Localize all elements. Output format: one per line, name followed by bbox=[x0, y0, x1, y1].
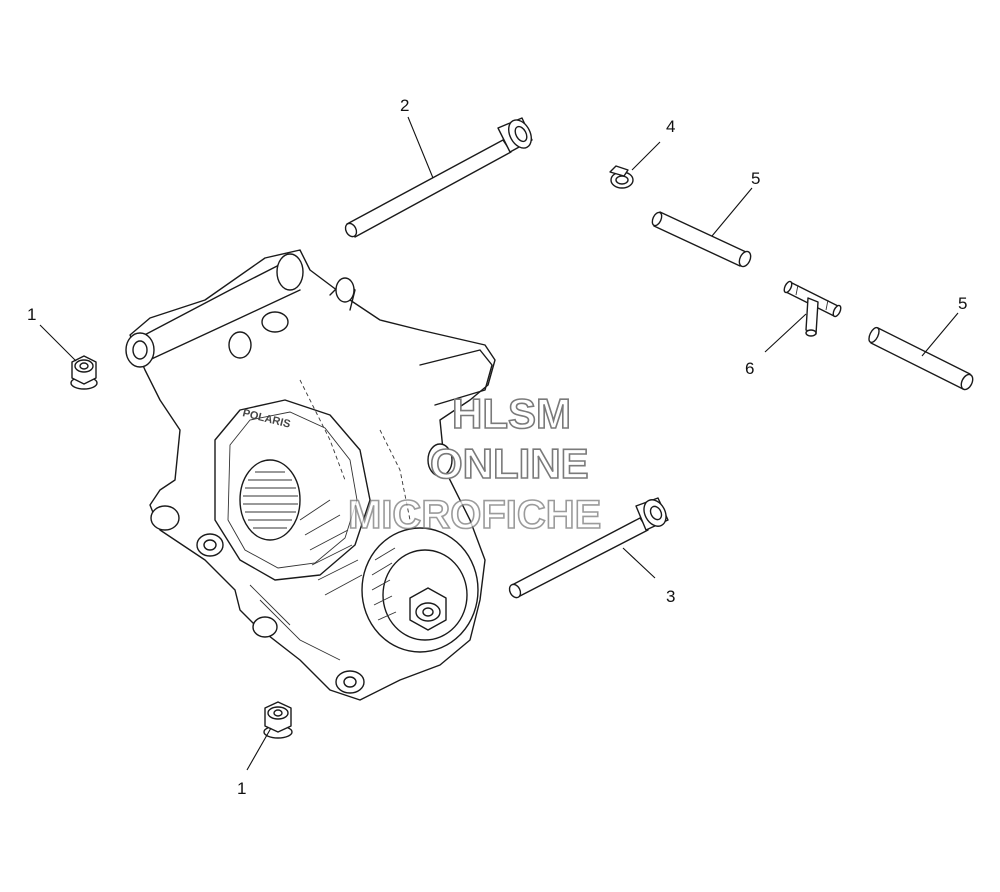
callout-5-upper: 5 bbox=[751, 169, 760, 188]
bolt-3 bbox=[508, 497, 669, 599]
watermark: HLSM ONLINE MICROFICHE bbox=[347, 389, 602, 538]
callout-3: 3 bbox=[666, 587, 675, 606]
watermark-line-2: ONLINE bbox=[430, 440, 589, 487]
callout-2: 2 bbox=[400, 96, 409, 115]
flange-nut-lower bbox=[263, 701, 293, 739]
tee-fitting-6 bbox=[783, 280, 842, 337]
leader-lines bbox=[39, 116, 959, 771]
hose-clamp-4 bbox=[609, 165, 634, 189]
callout-1-lower: 1 bbox=[237, 779, 246, 798]
watermark-line-1: HLSM bbox=[452, 390, 571, 437]
callout-4: 4 bbox=[666, 117, 675, 136]
callout-5-lower: 5 bbox=[958, 294, 967, 313]
callout-6: 6 bbox=[745, 359, 754, 378]
hose-5-upper bbox=[651, 211, 752, 268]
hose-5-lower bbox=[868, 326, 974, 391]
long-bolt-2 bbox=[344, 117, 533, 238]
flange-nut-upper bbox=[70, 355, 98, 390]
gearcase-housing: POLARIS bbox=[125, 249, 496, 701]
watermark-line-3: MICROFICHE bbox=[348, 493, 601, 537]
callout-1-upper: 1 bbox=[27, 305, 36, 324]
